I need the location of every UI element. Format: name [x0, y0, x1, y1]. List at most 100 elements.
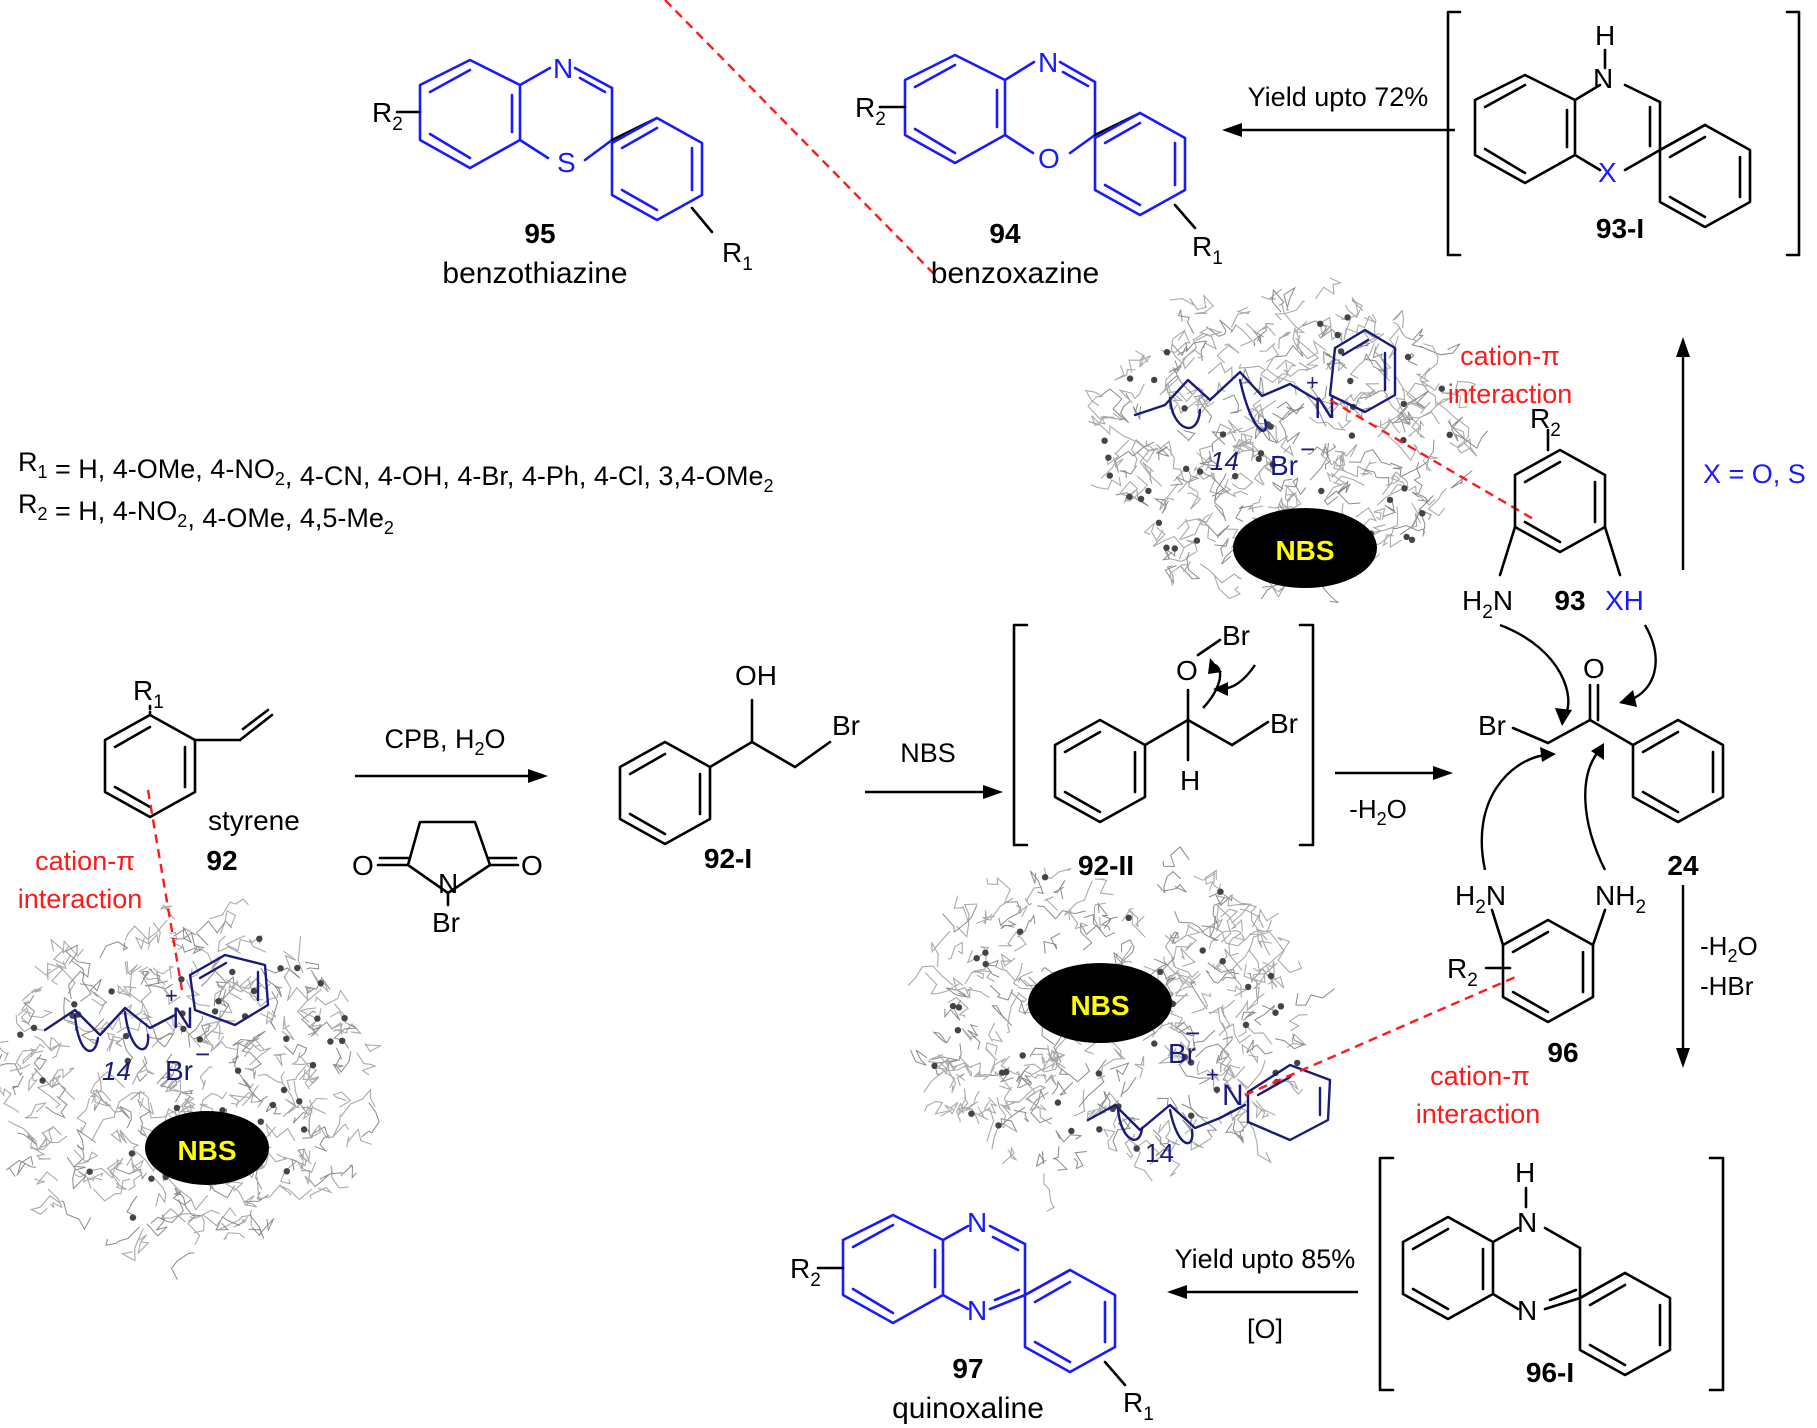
- c92II-br-top: Br: [1222, 620, 1250, 651]
- c96-nh2: NH2: [1595, 880, 1646, 918]
- x-condition: X = O, S: [1703, 459, 1806, 489]
- c93I-h-atom: H: [1595, 20, 1615, 51]
- c94-o-atom: O: [1038, 143, 1060, 174]
- compound-93-I: H N X 93-I: [1446, 10, 1801, 257]
- cation-pi-lower-1: cation-π: [1430, 1061, 1530, 1091]
- c97-r1: R1: [1123, 1387, 1154, 1425]
- c95-name: benzothiazine: [442, 257, 627, 290]
- nbs-br: Br: [432, 907, 460, 938]
- dehydration-label: -H2O: [1349, 794, 1407, 829]
- c93I-number: 93-I: [1596, 213, 1644, 244]
- attack-arrow-96a: [1480, 753, 1546, 871]
- r2-definition: R2 = H, 4-NO2, 4-OMe, 4,5-Me2: [18, 489, 394, 538]
- c96I-n-top: N: [1517, 1207, 1537, 1238]
- c92II-h: H: [1180, 765, 1200, 796]
- c95-n-atom: N: [553, 53, 573, 84]
- surfactant-lower: N + Br − 14 NBS: [1028, 963, 1332, 1168]
- upper-n: N: [1314, 392, 1336, 425]
- compound-94: N O R2 R1 94 benzoxazine: [855, 47, 1223, 290]
- nbs-n: N: [438, 868, 458, 899]
- c96-h2n: H2N: [1455, 880, 1506, 918]
- cation-pi-link-left: [146, 789, 184, 991]
- attack-arrow-amine: [1499, 623, 1570, 716]
- arrow-dehydration: -H2O: [1335, 766, 1453, 829]
- left-14: 14: [102, 1056, 131, 1086]
- c92-name: styrene: [208, 805, 300, 836]
- compound-97: N N R2 R1 97 quinoxaline: [790, 1207, 1154, 1425]
- arrow-cpb: CPB, H2O: [355, 724, 548, 783]
- c95-number: 95: [524, 218, 555, 249]
- c92-r1: R1: [133, 675, 164, 713]
- c95-s-atom: S: [557, 147, 576, 178]
- cation-pi-link-lower: [1244, 973, 1521, 1097]
- surfactant-left: N + Br − 14 NBS: [43, 953, 270, 1185]
- nbs-o-left: O: [352, 850, 374, 881]
- cation-pi-upper-2: interaction: [1448, 379, 1573, 409]
- cation-pi-lower-2: interaction: [1416, 1099, 1541, 1129]
- cation-pi-upper-1: cation-π: [1460, 341, 1560, 371]
- upper-plus: +: [1306, 370, 1319, 395]
- arrow-to-97: Yield upto 85% [O]: [1167, 1244, 1358, 1344]
- c93I-n-atom: N: [1593, 63, 1613, 94]
- c93-xh: XH: [1605, 585, 1644, 616]
- c97-n-top: N: [967, 1207, 987, 1238]
- c24-br: Br: [1478, 710, 1506, 741]
- left-br: Br: [165, 1055, 193, 1086]
- nbs-upper-label: NBS: [1275, 535, 1334, 566]
- compound-95: N S R2 R1 95 benzothiazine: [372, 53, 753, 290]
- nbs-upper-ellipse: [1233, 508, 1377, 588]
- upper-minus: −: [1300, 434, 1315, 464]
- r1-definition: R1 = H, 4-OMe, 4-NO2, 4-CN, 4-OH, 4-Br, …: [18, 447, 773, 496]
- c97-r2: R2: [790, 1253, 821, 1291]
- c92I-oh: OH: [735, 660, 777, 691]
- c92I-number: 92-I: [704, 843, 752, 874]
- nbs-reagent: O N O Br: [352, 820, 543, 938]
- attack-arrow-96b: [1584, 751, 1607, 871]
- arrow-nbs: NBS: [865, 738, 1003, 799]
- c94-name: benzoxazine: [931, 257, 1099, 290]
- c96I-n-bottom: N: [1517, 1295, 1537, 1326]
- left-n: N: [172, 1002, 194, 1035]
- attack-arrow-xh: [1629, 624, 1657, 702]
- c95-r1: R1: [722, 237, 753, 275]
- arrow96-hbr: -HBr: [1700, 971, 1754, 1001]
- nbs-lower-ellipse: [1028, 963, 1172, 1043]
- c94-number: 94: [989, 218, 1021, 249]
- compound-93: R2 H2N XH 93: [1462, 403, 1644, 623]
- nbs-left-ellipse: [145, 1111, 269, 1185]
- c95-r2: R2: [372, 97, 403, 135]
- separator-dash: [664, 0, 936, 276]
- c92II-br-right: Br: [1270, 708, 1298, 739]
- c92II-o: O: [1176, 655, 1198, 686]
- cpb-label: CPB, H2O: [384, 724, 505, 759]
- yield-85-label: Yield upto 85%: [1175, 1244, 1356, 1274]
- nbs-o-right: O: [521, 850, 543, 881]
- c97-n-bottom: N: [967, 1295, 987, 1326]
- compound-96-I: H N N 96-I: [1378, 1156, 1725, 1392]
- c94-r1: R1: [1192, 231, 1223, 269]
- c93-number: 93: [1554, 585, 1585, 616]
- arrow-up-x: X = O, S: [1676, 337, 1806, 570]
- arrow-to-94: Yield upto 72%: [1222, 82, 1455, 137]
- c92I-br: Br: [832, 710, 860, 741]
- c93I-x-atom: X: [1598, 157, 1617, 188]
- surfactant-upper: N + Br − 14 NBS: [1133, 328, 1397, 588]
- lower-minus: −: [1185, 1018, 1200, 1048]
- c92II-number: 92-II: [1078, 850, 1134, 881]
- c97-number: 97: [952, 1353, 983, 1384]
- arrow96-h2o: -H2O: [1700, 931, 1758, 966]
- lower-br: Br: [1168, 1038, 1196, 1069]
- c96I-h: H: [1515, 1157, 1535, 1188]
- compound-96: H2N NH2 R2 96: [1447, 880, 1646, 1068]
- lower-n: N: [1222, 1079, 1244, 1112]
- compound-24: O Br 24: [1478, 653, 1725, 881]
- oxidation-label: [O]: [1247, 1314, 1283, 1344]
- c24-number: 24: [1667, 850, 1699, 881]
- yield-72-label: Yield upto 72%: [1248, 82, 1429, 112]
- r-definitions: R1 = H, 4-OMe, 4-NO2, 4-CN, 4-OH, 4-Br, …: [18, 447, 773, 538]
- nbs-left-label: NBS: [177, 1135, 236, 1166]
- arrow-down-96: -H2O -HBr: [1676, 885, 1758, 1068]
- c96-number: 96: [1547, 1037, 1578, 1068]
- c97-name: quinoxaline: [892, 1392, 1044, 1425]
